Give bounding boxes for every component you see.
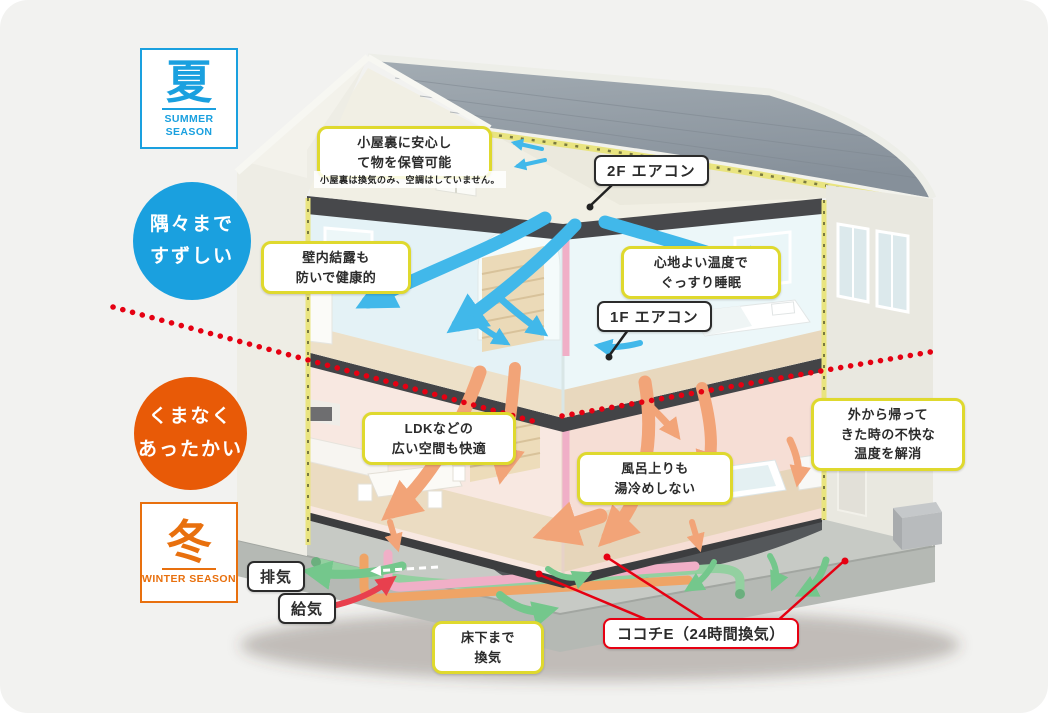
callout-ldk-comfort: LDKなどの 広い空間も快適	[362, 412, 516, 465]
callout-wall-condensation: 壁内結露も 防いで健康的	[261, 241, 411, 294]
winter-benefit-circle: くまなく あったかい	[134, 377, 247, 490]
callout-bath-warm: 風呂上りも 湯冷めしない	[577, 452, 733, 505]
summer-kanji: 夏	[166, 55, 212, 108]
callout-1f-aircon: 1F エアコン	[597, 301, 712, 332]
badge-divider	[162, 107, 216, 110]
attic-ventilation-note: 小屋裏は換気のみ、空調はしていません。	[314, 171, 506, 188]
winter-kanji: 冬	[166, 516, 212, 569]
summer-benefit-circle: 隅々まで すずしい	[133, 182, 251, 300]
badge-divider	[162, 568, 216, 571]
callout-exhaust: 排気	[247, 561, 306, 592]
season-divider-dotted-line	[110, 304, 939, 426]
ventilation-arrows	[301, 553, 830, 627]
callout-comfortable-sleep: 心地よい温度で ぐっすり睡眠	[621, 246, 781, 299]
winter-eng-label: WINTER SEASON	[142, 573, 236, 586]
summer-eng-label: SUMMER SEASON	[164, 112, 214, 138]
callout-2f-aircon: 2F エアコン	[594, 155, 709, 186]
callout-pointers	[535, 184, 849, 624]
callout-cocochi-e-unit: ココチE（24時間換気）	[603, 618, 799, 649]
exhaust-duct-flow-arrow	[370, 565, 439, 576]
summer-season-badge: 夏 SUMMER SEASON	[140, 48, 238, 149]
winter-season-badge: 冬 WINTER SEASON	[140, 502, 238, 603]
callout-outside-return: 外から帰って きた時の不快な 温度を解消	[811, 398, 965, 471]
callout-supply: 給気	[278, 593, 337, 624]
supply-air-arrow	[329, 575, 397, 609]
floor-slab-1f	[307, 505, 822, 588]
callout-underfloor-ventilation: 床下まで 換気	[432, 621, 544, 674]
